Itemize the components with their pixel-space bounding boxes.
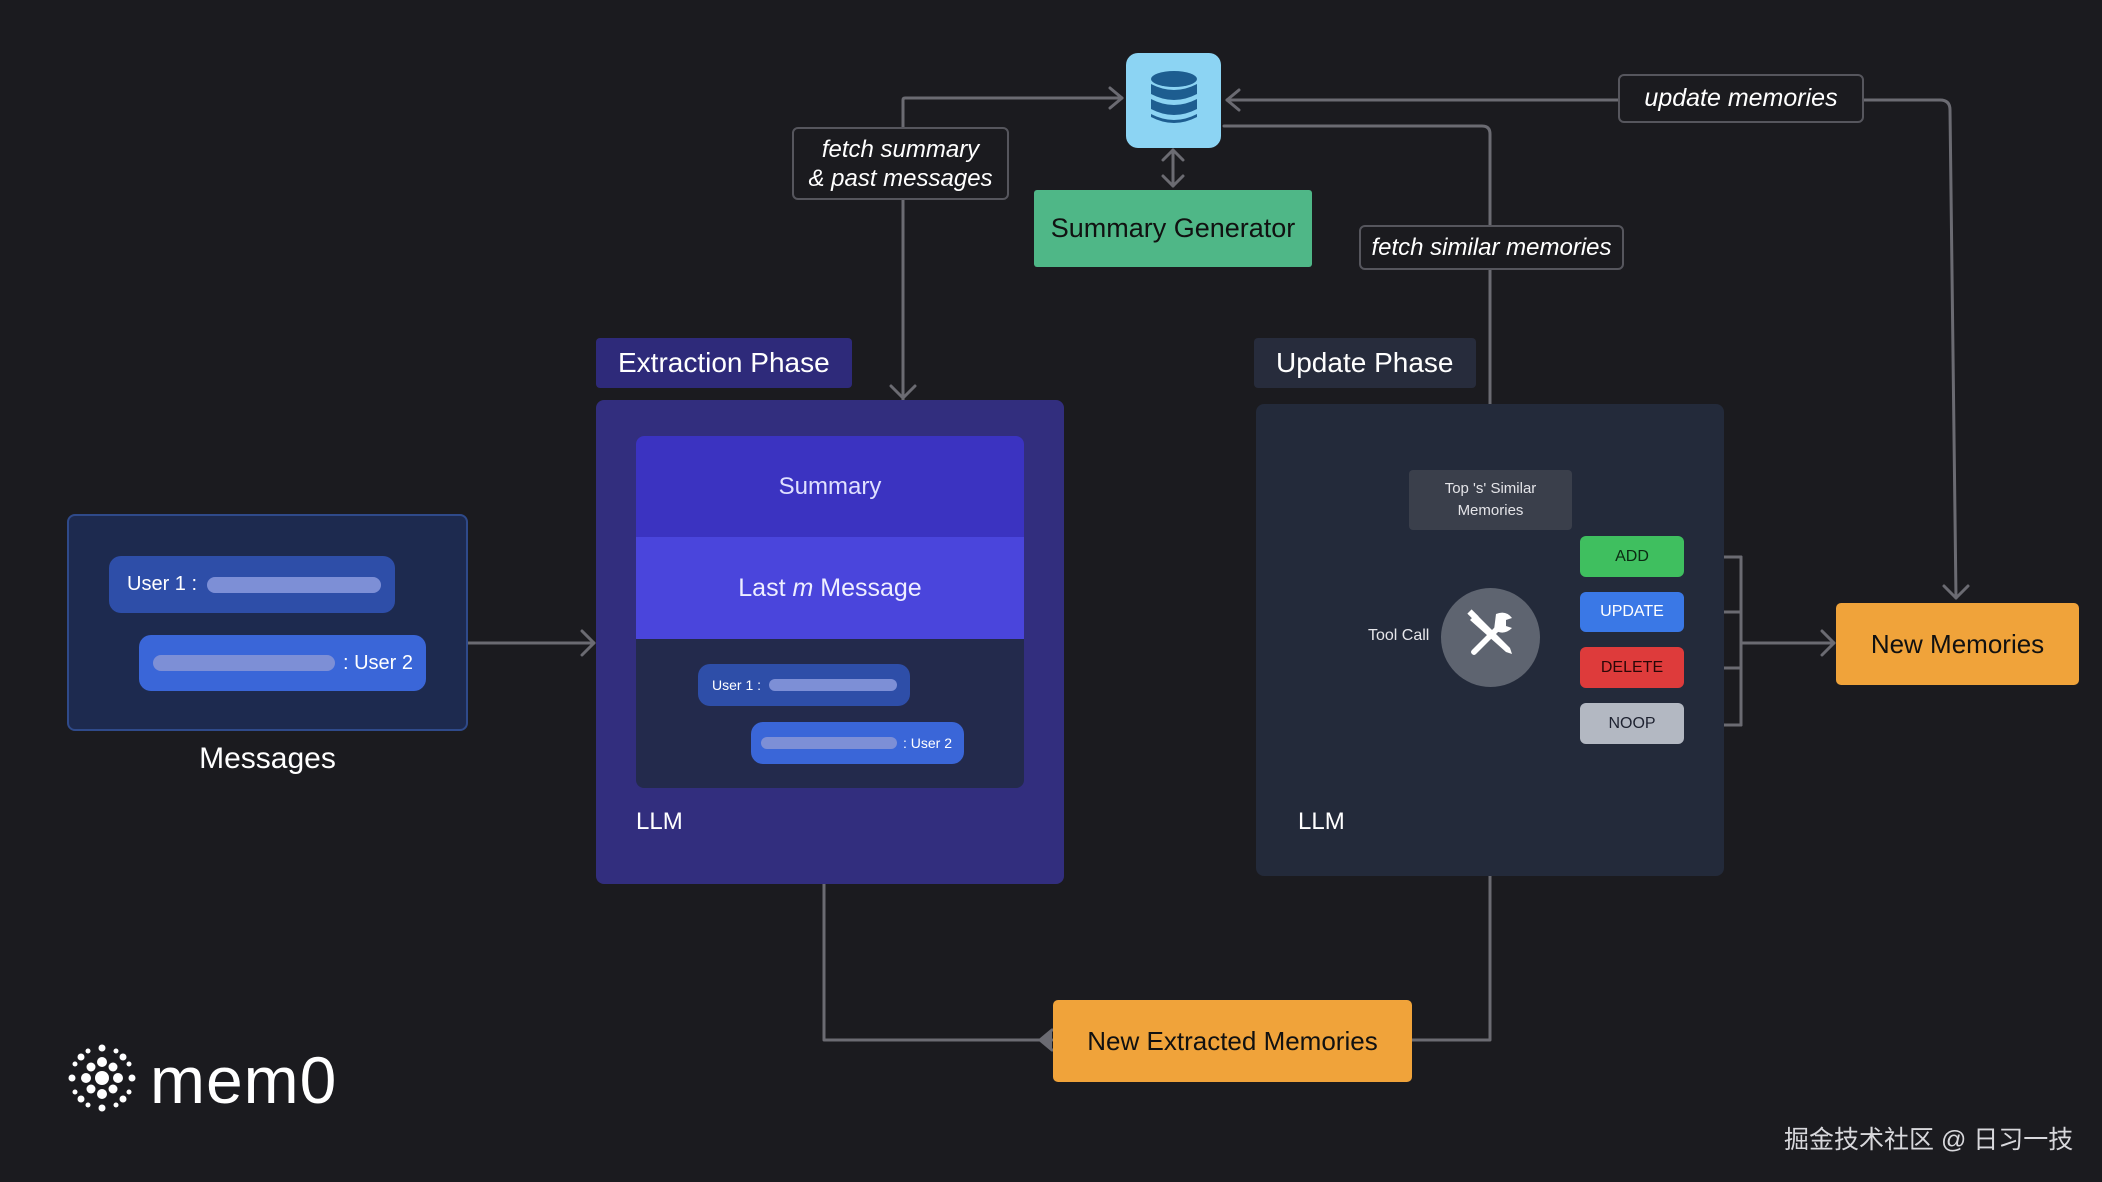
new-extracted-memories-box: New Extracted Memories — [1053, 1000, 1412, 1082]
update-memories-label: update memories — [1618, 74, 1864, 123]
last-m-prefix: Last — [738, 573, 793, 602]
extraction-phase-tag: Extraction Phase — [596, 338, 852, 388]
arrowhead-extraction-top — [889, 384, 917, 400]
last-m-suffix: Message — [813, 573, 922, 602]
arrowhead-new-memories-down — [1942, 584, 1970, 600]
user1-label: User 1 : — [127, 573, 198, 595]
update-llm-label: LLM — [1298, 808, 1345, 835]
messages-caption: Messages — [199, 742, 336, 775]
connector-fetch-similar — [1222, 124, 1492, 464]
op-add-chip: ADD — [1580, 536, 1684, 577]
arrowhead-summary-gen-down — [1161, 174, 1185, 188]
connector-update-memories-right — [1862, 98, 1958, 600]
user2-small-bubble: : User 2 — [751, 722, 964, 764]
fetch-summary-line1: fetch summary — [821, 135, 980, 163]
last-m-message-block: Last m Message — [636, 537, 1024, 639]
connector-fetch-summary — [901, 96, 1124, 402]
user2-small-label: : User 2 — [903, 735, 953, 751]
new-memories-box: New Memories — [1836, 603, 2079, 685]
mem0-logo-icon — [66, 1042, 138, 1119]
brand-wordmark: mem0 — [150, 1043, 338, 1117]
connector-extraction-down — [822, 882, 1054, 1042]
update-phase-tag: Update Phase — [1254, 338, 1476, 388]
arrowhead-db-bottom-up — [1161, 148, 1185, 162]
user2-label: : User 2 — [343, 651, 414, 674]
database-icon — [1149, 70, 1199, 131]
extraction-inner-card: Summary Last m Message User 1 : : User 2 — [636, 436, 1024, 788]
top-s-similar-memories-box: Top 's' Similar Memories — [1409, 470, 1572, 530]
top-s-line1: Top 's' Similar — [1444, 480, 1537, 497]
arrowhead-extracted-left — [1038, 1028, 1054, 1052]
extraction-llm-panel: Summary Last m Message User 1 : : User 2… — [596, 400, 1064, 884]
database-node — [1126, 53, 1221, 148]
op-update-chip: UPDATE — [1580, 592, 1684, 632]
arrowhead-extraction-left — [580, 629, 596, 657]
user2-bubble: : User 2 — [139, 635, 426, 691]
last-m-variable: m — [792, 573, 814, 602]
arrowhead-new-memories-left — [1820, 629, 1836, 657]
user2-small-message-placeholder — [761, 737, 897, 749]
op-delete-chip: DELETE — [1580, 647, 1684, 688]
watermark-text: 掘金技术社区 @ 日习一技 — [1784, 1126, 2074, 1154]
user1-bubble: User 1 : — [109, 556, 395, 613]
user1-small-bubble: User 1 : — [698, 664, 910, 706]
summary-generator-box: Summary Generator — [1034, 190, 1312, 267]
messages-panel: User 1 : : User 2 — [67, 514, 468, 731]
op-noop-chip: NOOP — [1580, 703, 1684, 744]
arrowhead-db-right — [1225, 88, 1241, 112]
tool-call-label: Tool Call — [1368, 627, 1430, 644]
tools-icon — [1464, 608, 1518, 667]
user1-small-label: User 1 : — [712, 677, 762, 693]
mem0-logo: mem0 — [66, 1042, 337, 1118]
extraction-llm-label: LLM — [636, 808, 683, 835]
user1-small-message-placeholder — [769, 679, 898, 691]
fetch-similar-memories-label: fetch similar memories — [1359, 225, 1624, 270]
fetch-summary-line2: & past messages — [808, 164, 993, 192]
summary-block: Summary — [636, 436, 1024, 537]
fetch-summary-label: fetch summary & past messages — [792, 127, 1009, 200]
user1-message-placeholder — [207, 576, 382, 593]
top-s-line2: Memories — [1457, 502, 1524, 519]
user2-message-placeholder — [153, 655, 335, 671]
tool-call-node — [1441, 588, 1540, 687]
arrowhead-db-left — [1108, 86, 1124, 110]
